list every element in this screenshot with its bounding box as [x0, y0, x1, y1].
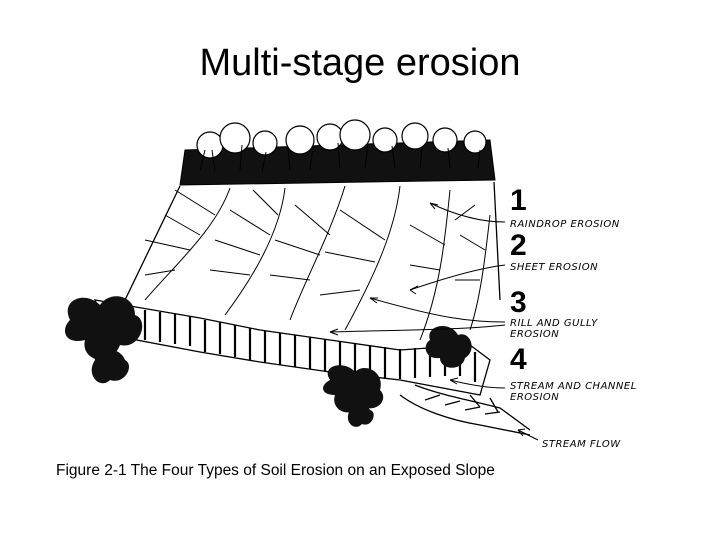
- stream-channel: [399, 384, 531, 436]
- treeline: [179, 119, 496, 186]
- stage-label-rill-1: RILL AND GULLY: [510, 318, 598, 329]
- stream-flow-label: STREAM FLOW: [542, 439, 621, 450]
- shrubs: [65, 296, 472, 427]
- slide-title: Multi-stage erosion: [199, 42, 521, 84]
- stage-label-stream-2: EROSION: [510, 392, 560, 403]
- figure-caption: Figure 2-1 The Four Types of Soil Erosio…: [56, 462, 495, 479]
- stage-label-rill-2: EROSION: [510, 329, 560, 340]
- stage-number-2: 2: [510, 229, 527, 262]
- stage-number-4: 4: [510, 343, 527, 376]
- stage-number-1: 1: [510, 184, 527, 217]
- stage-label-raindrop: RAINDROP EROSION: [510, 219, 620, 230]
- stage-label-sheet: SHEET EROSION: [510, 262, 599, 273]
- stage-label-stream-1: STREAM AND CHANNEL: [510, 381, 637, 392]
- stage-number-3: 3: [510, 286, 527, 319]
- rill-lines: [144, 185, 491, 341]
- pointer-lines: [329, 202, 539, 441]
